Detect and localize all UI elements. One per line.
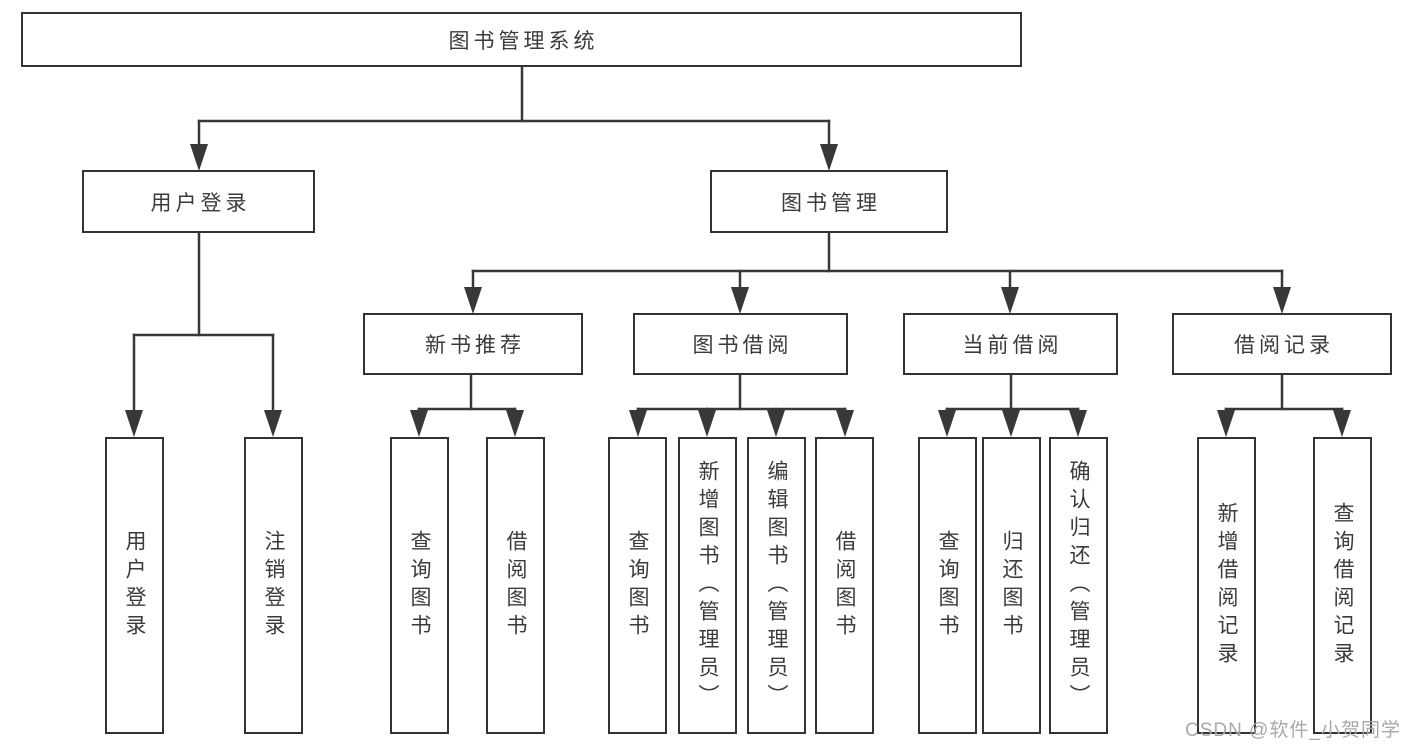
leaf-query-books-borrow: 查询图书 bbox=[608, 437, 667, 734]
arrowheads bbox=[125, 144, 1351, 437]
node-current-borrowing: 当前借阅 bbox=[903, 313, 1118, 375]
node-current-borrowing-label: 当前借阅 bbox=[962, 334, 1063, 357]
leaf-confirm-return-admin-label: 确认归还（管理员） bbox=[1067, 459, 1090, 712]
leaf-query-borrow-record-label: 查询借阅记录 bbox=[1331, 501, 1354, 670]
leaf-confirm-return-admin: 确认归还（管理员） bbox=[1049, 437, 1108, 734]
leaf-query-books-newbook: 查询图书 bbox=[390, 437, 449, 734]
leaf-add-books-admin: 新增图书（管理员） bbox=[678, 437, 737, 734]
leaf-return-books-label: 归还图书 bbox=[1000, 529, 1023, 642]
leaf-query-borrow-record: 查询借阅记录 bbox=[1313, 437, 1372, 734]
leaf-borrow-books-borrow-label: 借阅图书 bbox=[833, 529, 856, 642]
leaf-return-books: 归还图书 bbox=[982, 437, 1041, 734]
leaf-user-login-label: 用户登录 bbox=[123, 529, 146, 642]
node-library-system: 图书管理系统 bbox=[21, 12, 1022, 67]
node-book-borrowing: 图书借阅 bbox=[633, 313, 848, 375]
leaf-logout-login-label: 注销登录 bbox=[262, 529, 285, 642]
leaf-add-books-admin-label: 新增图书（管理员） bbox=[696, 459, 719, 712]
leaf-add-borrow-record-label: 新增借阅记录 bbox=[1215, 501, 1238, 670]
node-new-book-recommendation: 新书推荐 bbox=[363, 313, 583, 375]
leaf-borrow-books-newbook-label: 借阅图书 bbox=[504, 529, 527, 642]
leaf-add-borrow-record: 新增借阅记录 bbox=[1197, 437, 1256, 734]
leaf-edit-books-admin-label: 编辑图书（管理员） bbox=[765, 459, 788, 712]
node-user-login-label: 用户登录 bbox=[150, 191, 251, 215]
leaf-query-books-current: 查询图书 bbox=[918, 437, 977, 734]
leaf-query-books-newbook-label: 查询图书 bbox=[408, 529, 431, 642]
watermark: CSDN @软件_小贺同学 bbox=[1185, 720, 1401, 741]
node-user-login: 用户登录 bbox=[82, 170, 315, 233]
node-library-system-label: 图书管理系统 bbox=[448, 29, 599, 53]
node-book-management-label: 图书管理 bbox=[781, 191, 881, 215]
node-borrowing-records: 借阅记录 bbox=[1172, 313, 1392, 375]
leaf-borrow-books-newbook: 借阅图书 bbox=[486, 437, 545, 734]
leaf-user-login: 用户登录 bbox=[105, 437, 164, 734]
leaf-query-books-current-label: 查询图书 bbox=[936, 529, 959, 642]
leaf-logout-login: 注销登录 bbox=[244, 437, 303, 734]
leaf-query-books-borrow-label: 查询图书 bbox=[626, 529, 649, 642]
node-book-borrowing-label: 图书借阅 bbox=[692, 334, 793, 357]
leaf-borrow-books-borrow: 借阅图书 bbox=[815, 437, 874, 734]
node-new-book-recommendation-label: 新书推荐 bbox=[425, 334, 525, 357]
leaf-edit-books-admin: 编辑图书（管理员） bbox=[747, 437, 806, 734]
node-book-management: 图书管理 bbox=[710, 170, 948, 233]
node-borrowing-records-label: 借阅记录 bbox=[1234, 334, 1334, 357]
